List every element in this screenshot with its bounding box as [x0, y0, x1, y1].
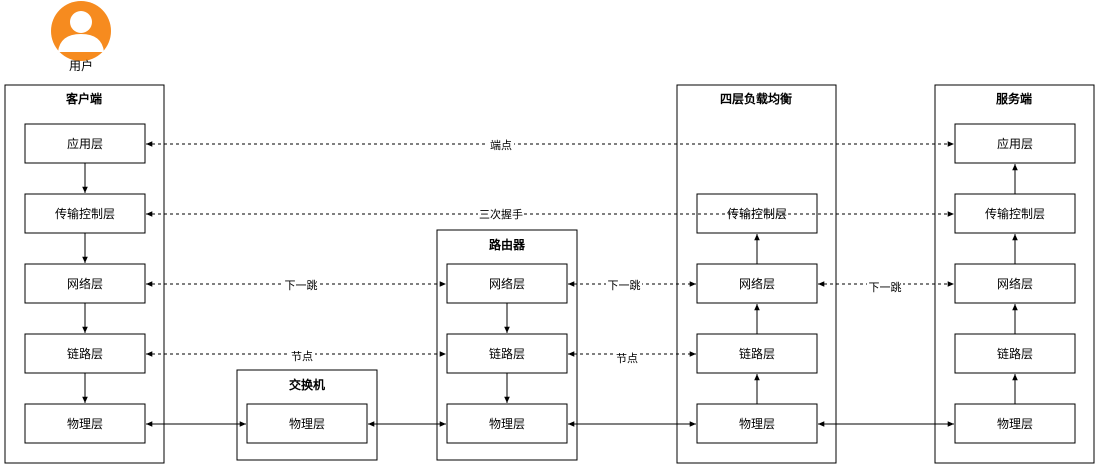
server-network-layer-label: 网络层: [997, 276, 1033, 291]
load-balancer-title: 四层负载均衡: [720, 91, 792, 106]
client-title: 客户端: [65, 91, 102, 106]
client-link-layer: 链路层: [24, 333, 146, 374]
switch-physical-layer-label: 物理层: [289, 417, 325, 431]
router-physical-layer: 物理层: [446, 403, 568, 444]
lb-link-layer: 链路层: [696, 333, 818, 374]
client-physical-layer-label: 物理层: [67, 417, 103, 431]
client-physical-layer: 物理层: [24, 403, 146, 444]
lb-physical-layer-label: 物理层: [739, 417, 775, 431]
lb-transport-layer: 传输控制层: [696, 193, 818, 234]
lb-link-layer-label: 链路层: [739, 346, 775, 361]
lb-network-layer-label: 网络层: [739, 276, 775, 291]
client-link-layer-label: 链路层: [67, 346, 103, 361]
client-app-layer: 应用层: [24, 123, 146, 164]
server-transport-layer: 传输控制层: [954, 193, 1076, 234]
client-app-layer-label: 应用层: [67, 136, 103, 151]
server-transport-layer-label: 传输控制层: [985, 206, 1045, 221]
node-label-1: 节点: [291, 350, 313, 363]
user-label: 用户: [69, 58, 93, 73]
router-network-layer: 网络层: [446, 263, 568, 304]
client-network-layer-label: 网络层: [67, 276, 103, 291]
server-link-layer-label: 链路层: [997, 346, 1033, 361]
router-physical-layer-label: 物理层: [489, 417, 525, 431]
handshake-label: 三次握手: [479, 207, 523, 221]
user-avatar-icon: [51, 1, 111, 61]
next-hop-label-2: 下一跳: [608, 278, 641, 292]
next-hop-label-3: 下一跳: [869, 280, 902, 294]
server-title: 服务端: [996, 91, 1032, 106]
switch-physical-layer: 物理层: [246, 403, 368, 444]
router-title: 路由器: [489, 237, 526, 252]
router-link-layer: 链路层: [446, 333, 568, 374]
lb-network-layer: 网络层: [696, 263, 818, 304]
switch-title: 交换机: [289, 377, 325, 392]
server-app-layer: 应用层: [954, 123, 1076, 164]
endpoint-label: 端点: [490, 139, 512, 152]
edge-labels: 端点 三次握手 下一跳 下一跳 下一跳 节点 节点: [283, 138, 903, 365]
node-label-2: 节点: [616, 352, 638, 365]
router-network-layer-label: 网络层: [489, 276, 525, 291]
client-transport-layer-label: 传输控制层: [55, 206, 115, 221]
server-app-layer-label: 应用层: [997, 136, 1033, 151]
server-network-layer: 网络层: [954, 263, 1076, 304]
next-hop-label-1: 下一跳: [285, 278, 318, 292]
server-physical-layer-label: 物理层: [997, 417, 1033, 431]
client-transport-layer: 传输控制层: [24, 193, 146, 234]
server-physical-layer: 物理层: [954, 403, 1076, 444]
lb-physical-layer: 物理层: [696, 403, 818, 444]
server-link-layer: 链路层: [954, 333, 1076, 374]
client-network-layer: 网络层: [24, 263, 146, 304]
router-link-layer-label: 链路层: [489, 346, 525, 361]
